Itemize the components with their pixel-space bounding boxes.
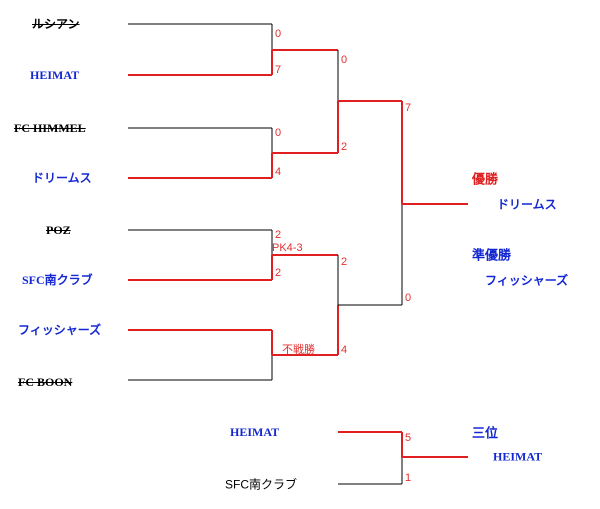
champion-team: ドリームス (497, 197, 557, 212)
team-fishers: フィッシャーズ (18, 323, 102, 337)
score-r1-lucian: 0 (275, 28, 282, 40)
score-semi-fishers: 4 (341, 344, 348, 356)
team-sfc-minami: SFC南クラブ (22, 273, 93, 287)
team-fc-himmel: FC HIMMEL (14, 121, 86, 135)
score-r1-dreams: 4 (275, 166, 282, 178)
score-final-dreams: 7 (405, 102, 412, 114)
runner-up-team: フィッシャーズ (485, 273, 569, 288)
forfeit-note: 不戦勝 (282, 344, 315, 356)
score-r1-poz: 2 (275, 229, 282, 241)
third-match-team-b: SFC南クラブ (225, 477, 298, 492)
third-team: HEIMAT (493, 449, 543, 464)
team-poz: POZ (46, 223, 71, 237)
team-lucian: ルシアン (32, 17, 80, 31)
team-heimat: HEIMAT (30, 68, 80, 82)
third-match-score-b: 1 (405, 472, 412, 484)
champion-label: 優勝 (472, 171, 499, 187)
score-semi-sfc: 2 (341, 256, 348, 268)
score-final-fishers: 0 (405, 292, 412, 304)
pk-note: PK4-3 (272, 242, 303, 254)
score-semi-heimat: 0 (341, 54, 348, 66)
third-match-score-a: 5 (405, 432, 412, 444)
third-match-team-a: HEIMAT (230, 425, 280, 439)
score-r1-heimat: 7 (275, 64, 282, 76)
score-r1-sfc: 2 (275, 267, 282, 279)
score-r1-fc-himmel: 0 (275, 127, 282, 139)
team-dreams: ドリームス (32, 171, 92, 185)
team-fc-boon: FC BOON (18, 375, 73, 389)
runner-up-label: 準優勝 (472, 247, 512, 263)
third-label: 三位 (472, 425, 499, 441)
score-semi-dreams: 2 (341, 141, 348, 153)
